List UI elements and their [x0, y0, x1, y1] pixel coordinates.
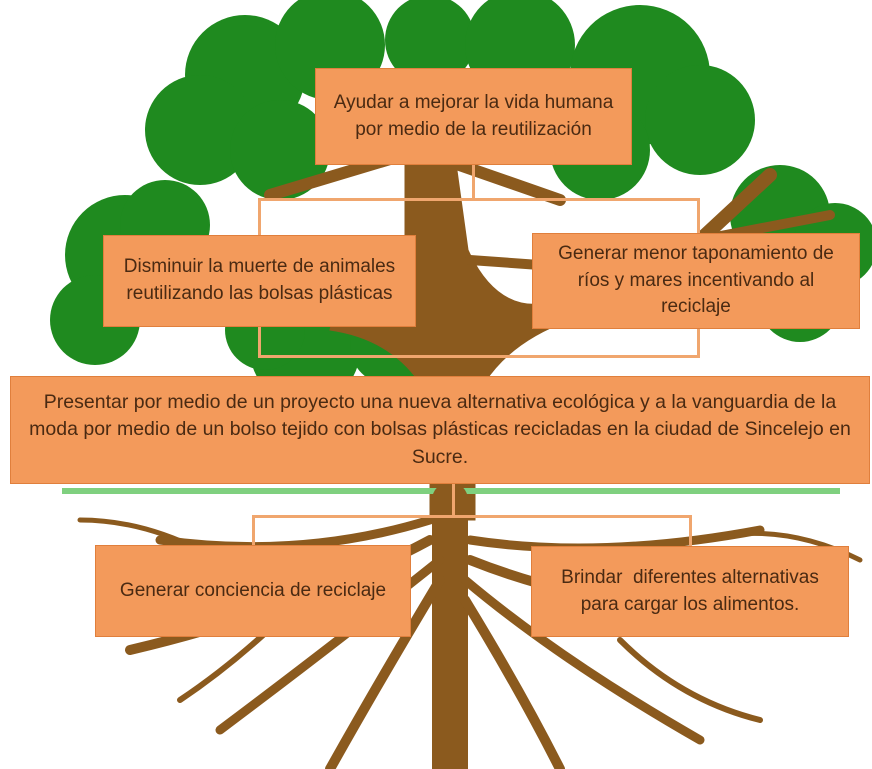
cause-box-left: Generar conciencia de reciclaje [95, 545, 411, 637]
effect-right-text: Generar menor taponamiento de ríos y mar… [558, 243, 834, 318]
connector-bottom-branch [252, 515, 692, 518]
effect-box-right: Generar menor taponamiento de ríos y mar… [532, 233, 860, 329]
connector-top-stem [472, 165, 475, 200]
connector-bottom-left-stem [252, 515, 255, 547]
effect-box-top: Ayudar a mejorar la vida humana por medi… [315, 68, 632, 165]
effect-box-left: Disminuir la muerte de animales reutiliz… [103, 235, 416, 327]
effect-top-text: Ayudar a mejorar la vida humana por medi… [333, 91, 614, 140]
central-problem-box: Presentar por medio de un proyecto una n… [10, 376, 870, 484]
cause-left-text: Generar conciencia de reciclaje [119, 579, 387, 601]
connector-top-branch [258, 198, 700, 201]
connector-mid-branch [258, 355, 700, 358]
connector-bottom-stem [452, 483, 455, 517]
cause-box-right: Brindar diferentes alternativas para car… [531, 546, 849, 637]
central-problem-text: Presentar por medio de un proyecto una n… [29, 391, 851, 468]
effect-left-text: Disminuir la muerte de animales reutiliz… [123, 256, 396, 304]
connector-bottom-right-stem [689, 515, 692, 547]
cause-right-text: Brindar diferentes alternativas para car… [561, 566, 830, 615]
